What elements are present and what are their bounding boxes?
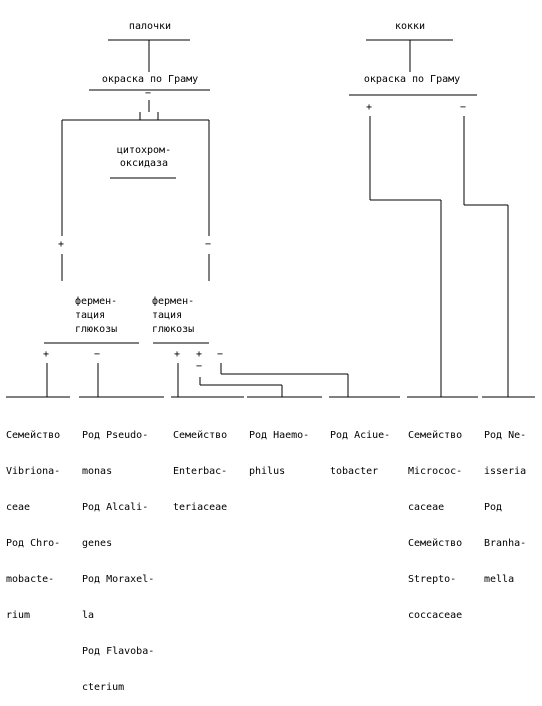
result-line: Enterbac- xyxy=(173,466,228,477)
result-line: Branha- xyxy=(484,538,527,549)
oxidase-minus-sign: − xyxy=(205,239,212,250)
result-line: cterium xyxy=(82,682,125,693)
result-line: Семейство xyxy=(408,538,463,549)
ferm-right-label-line3: глюкозы xyxy=(152,324,195,335)
result-line: Род Haemo- xyxy=(249,430,310,441)
result-line: Род Chro- xyxy=(6,538,61,549)
ferm-left-label-line1: фермен- xyxy=(75,296,118,307)
result-line: rium xyxy=(6,610,31,621)
identification-key-diagram xyxy=(6,39,535,398)
result-line: Семейство xyxy=(173,430,228,441)
result-line: tobacter xyxy=(330,466,379,477)
cocci-gram-minus-sign: − xyxy=(460,102,467,113)
ferm-left-label-line2: тация xyxy=(75,310,106,321)
result-line: philus xyxy=(249,466,286,477)
result-line: Род Ne- xyxy=(484,430,527,441)
result-line: isseria xyxy=(484,466,527,477)
ferm-left-minus-sign: − xyxy=(94,349,101,360)
result-haemophilus: Род Haemo- philus xyxy=(249,406,309,490)
ferm-left-plus-sign: + xyxy=(43,349,50,360)
result-line: Семейство xyxy=(6,430,61,441)
result-line: Род Alcali- xyxy=(82,502,149,513)
result-line: ceae xyxy=(6,502,31,513)
result-enterobacteriaceae: Семейство Enterbac- teriaceae xyxy=(173,406,227,526)
result-line: caceae xyxy=(408,502,445,513)
rods-gram-minus-sign: − xyxy=(145,88,152,99)
oxidase-label-line1: цитохром- xyxy=(116,145,172,156)
ferm-right-label-line2: тация xyxy=(152,310,183,321)
result-line: Род xyxy=(484,502,503,513)
cocci-gram-stain-label: окраска по Граму xyxy=(363,74,461,85)
result-micrococcaceae-streptococcaceae: Семейство Micrococ- caceae Семейство Str… xyxy=(408,406,462,634)
result-line: teriaceae xyxy=(173,502,228,513)
result-vibrionaceae: Семейство Vibriona- ceae Род Chro- mobac… xyxy=(6,406,60,634)
result-line: Род Moraxel- xyxy=(82,574,155,585)
result-line: Семейство xyxy=(408,430,463,441)
result-line: Род Aciue- xyxy=(330,430,391,441)
result-neisseria-branhamella: Род Ne- isseria Род Branha- mella xyxy=(484,406,526,598)
ferm-right-plus2-sign: + xyxy=(196,349,203,360)
ferm-right-label-line1: фермен- xyxy=(152,296,195,307)
result-line: Род Pseudo- xyxy=(82,430,149,441)
result-line: la xyxy=(82,610,95,621)
cocci-title: кокки xyxy=(394,21,426,32)
ferm-left-label-line3: глюкозы xyxy=(75,324,118,335)
ferm-right-plus-sign: + xyxy=(174,349,181,360)
result-pseudomonas-group: Род Pseudo- monas Род Alcali- genes Род … xyxy=(82,406,154,706)
ferm-right-minus-sign: − xyxy=(217,349,224,360)
result-acinetobacter: Род Aciue- tobacter xyxy=(330,406,390,490)
cocci-gram-plus-sign: + xyxy=(366,102,373,113)
rods-gram-stain-label: окраска по Граму xyxy=(101,74,199,85)
result-line: Strepto- xyxy=(408,574,457,585)
result-line: Micrococ- xyxy=(408,466,463,477)
result-line: Род Flavoba- xyxy=(82,646,155,657)
result-line: genes xyxy=(82,538,113,549)
result-line: Vibriona- xyxy=(6,466,61,477)
oxidase-plus-sign: + xyxy=(58,239,65,250)
ferm-right-minus2-sign: − xyxy=(196,361,203,372)
result-line: coccaceae xyxy=(408,610,463,621)
result-line: mella xyxy=(484,574,515,585)
result-line: monas xyxy=(82,466,113,477)
result-line: mobacte- xyxy=(6,574,55,585)
oxidase-label-line2: оксидаза xyxy=(119,158,169,169)
rods-title: палочки xyxy=(128,21,172,32)
